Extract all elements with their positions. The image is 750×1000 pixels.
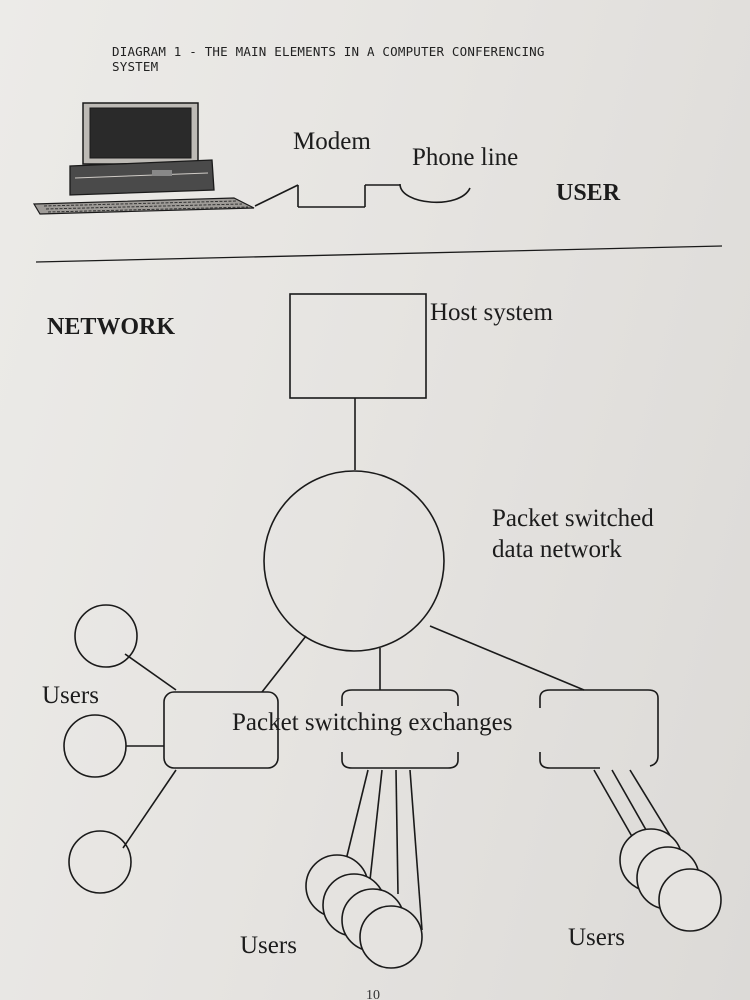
user-node-left-top (74, 604, 138, 668)
phone-line-label: Phone line (412, 144, 519, 171)
user-cluster-right (593, 769, 722, 932)
user-link-left-bottom (122, 769, 177, 849)
network-link-right (429, 625, 585, 691)
packet-network-circle (263, 470, 445, 652)
user-cluster-middle (305, 769, 423, 969)
user-node-left-bottom (68, 830, 132, 894)
user-node-right-3 (658, 868, 722, 932)
users-label-right: Users (568, 924, 625, 951)
section-divider (35, 245, 723, 263)
users-label-left: Users (42, 682, 99, 709)
packet-network-label-line2: data network (492, 536, 622, 563)
exchange-box-left (163, 691, 279, 769)
user-node-middle-4 (359, 905, 423, 969)
exchange-bracket-right (539, 689, 659, 769)
host-system-box (289, 293, 427, 399)
caption-line-1: DIAGRAM 1 - THE MAIN ELEMENTS IN A COMPU… (112, 44, 545, 59)
host-system-label: Host system (430, 299, 553, 326)
page-number: 10 (366, 988, 380, 1000)
exchange-bracket-middle (341, 689, 459, 769)
user-section-label: USER (556, 180, 621, 206)
modem-label: Modem (293, 128, 371, 155)
packet-network-label-line1: Packet switched (492, 505, 654, 532)
diagram-caption: DIAGRAM 1 - THE MAIN ELEMENTS IN A COMPU… (112, 44, 632, 74)
network-section-label: NETWORK (47, 314, 176, 340)
modem-symbol (254, 184, 400, 208)
network-link-left (261, 635, 307, 693)
phone-line-cable (399, 183, 471, 204)
user-node-left-middle (63, 714, 127, 778)
desktop-computer-icon (32, 102, 255, 215)
user-link-left-top (124, 653, 177, 691)
caption-line-2: SYSTEM (112, 59, 159, 74)
users-label-middle: Users (240, 932, 297, 959)
exchanges-label: Packet switching exchanges (232, 709, 513, 736)
